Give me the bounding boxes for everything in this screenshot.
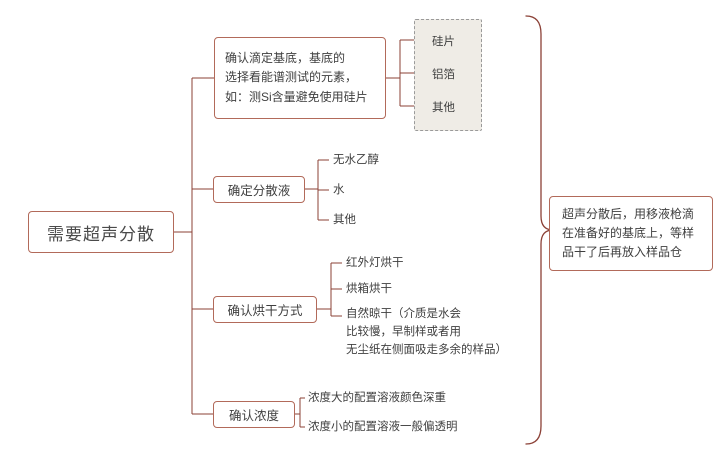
connector-concentration-leaves — [295, 397, 305, 428]
connector-dispersant-leaves — [305, 159, 329, 221]
summary-note-box: 超声分散后，用移液枪滴 在准备好的基底上，等样 品干了后再放入样品仓 — [549, 196, 713, 271]
substrate-options-group — [414, 19, 482, 131]
branch-node-concentration-label: 确认浓度 — [228, 409, 279, 423]
leaf-water: 水 — [333, 184, 345, 196]
leaf-infrared-lamp-drying: 红外灯烘干 — [346, 257, 404, 269]
branch-node-substrate-label: 确认滴定基底，基底的 选择看能谱测试的元素， 如：测Si含量避免使用硅片 — [225, 51, 368, 104]
branch-node-dispersant-label: 确定分散液 — [227, 184, 291, 198]
root-node-label: 需要超声分散 — [47, 224, 155, 244]
leaf-substrate-other: 其他 — [432, 102, 455, 114]
leaf-low-concentration: 浓度小的配置溶液一般偏透明 — [308, 421, 458, 433]
leaf-aluminum-foil: 铝箔 — [432, 69, 455, 81]
branch-node-drying-label: 确认烘干方式 — [227, 304, 303, 318]
branch-node-substrate: 确认滴定基底，基底的 选择看能谱测试的元素， 如：测Si含量避免使用硅片 — [214, 37, 386, 119]
connector-root — [174, 77, 214, 415]
leaf-air-drying-note: 自然晾干（介质是水会 比较慢，早制样或者用 无尘纸在侧面吸走多余的样品） — [346, 308, 507, 356]
root-node: 需要超声分散 — [28, 211, 174, 253]
summary-note-label: 超声分散后，用移液枪滴 在准备好的基底上，等样 品干了后再放入样品仓 — [562, 206, 695, 260]
branch-node-drying: 确认烘干方式 — [213, 296, 317, 323]
leaf-high-concentration: 浓度大的配置溶液颜色深重 — [308, 392, 446, 404]
leaf-silicon-wafer: 硅片 — [432, 36, 455, 48]
connector-drying-leaves — [317, 262, 342, 317]
leaf-oven-drying: 烘箱烘干 — [346, 283, 392, 295]
leaf-dispersant-other: 其他 — [333, 214, 356, 226]
branch-node-concentration: 确认浓度 — [213, 401, 295, 428]
leaf-ethanol: 无水乙醇 — [333, 154, 379, 166]
branch-node-dispersant: 确定分散液 — [213, 176, 305, 203]
